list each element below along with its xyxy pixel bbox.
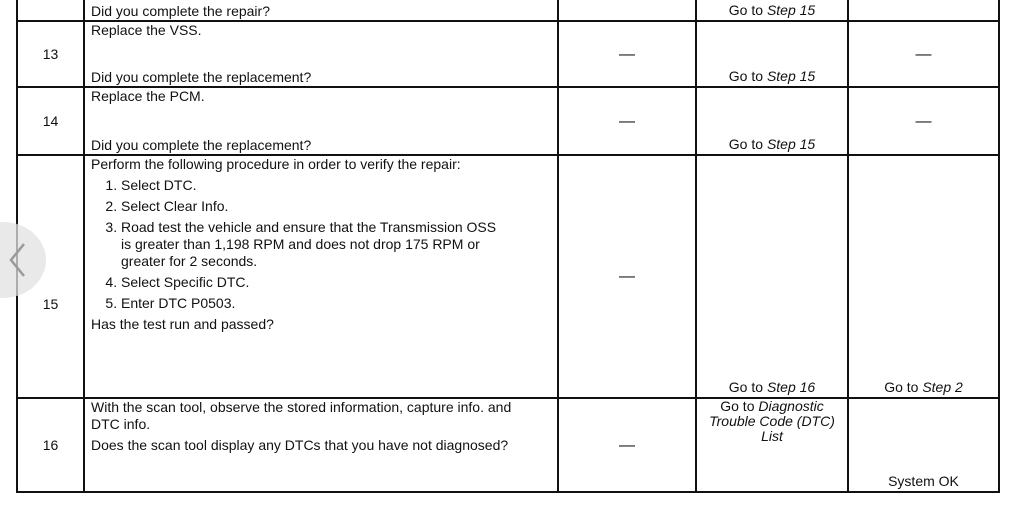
yes-step-link[interactable]: Step 15 [766,68,816,84]
value-cell: — [557,86,697,156]
table-row: 15 Perform the following procedure in or… [16,154,1000,399]
yes-cell: Go to Step 15 [695,20,849,88]
procedure-item: Enter DTC P0503. [121,295,551,312]
no-cell: — [847,86,1000,156]
yes-prefix: Go to [728,136,767,152]
yes-cell: Go to Step 15 [695,86,849,156]
yes-cell: Go to Step 16 [695,154,849,399]
table-row: 14 Replace the PCM. Did you complete the … [16,86,1000,156]
no-step-link[interactable]: Step 2 [922,379,963,395]
no-cell: Go to Step 2 [847,154,1000,399]
question: Did you complete the replacement? [91,69,312,85]
diagnostic-table: Did you complete the repair? Go to Step … [16,0,1000,493]
action-cell: With the scan tool, observe the stored i… [83,397,559,493]
chevron-left-icon [9,243,25,277]
yes-cell: Go to Diagnostic Trouble Code (DTC) List [695,397,849,493]
dtc-list-link[interactable]: Diagnostic Trouble Code (DTC) List [709,398,835,444]
value-cell [557,0,697,22]
no-cell [847,0,1000,22]
table-row: Did you complete the repair? Go to Step … [16,0,1000,22]
procedure-item: Select Specific DTC. [121,274,551,291]
no-prefix: Go to [884,379,923,395]
procedure-item: Road test the vehicle and ensure that th… [121,219,501,270]
yes-prefix: Go to [720,398,759,414]
action-cell: Replace the VSS. Did you complete the rep… [83,20,559,88]
question-cell: Did you complete the repair? [83,0,559,22]
procedure-item: Select DTC. [121,177,551,194]
yes-cell: Go to Step 15 [695,0,849,22]
action-cell: Replace the PCM. Did you complete the rep… [83,86,559,156]
table-row: 16 With the scan tool, observe the store… [16,397,1000,493]
action-text: Replace the VSS. [91,22,202,38]
yes-prefix: Go to [728,68,767,84]
step-cell [16,0,85,22]
step-number: 13 [16,20,85,88]
value-cell: — [557,154,697,399]
value-cell: — [557,397,697,493]
yes-step-link[interactable]: Step 15 [766,136,816,152]
table-row: 13 Replace the VSS. Did you complete the … [16,20,1000,88]
yes-prefix: Go to [728,2,767,18]
step-number: 14 [16,86,85,156]
no-cell: System OK [847,397,1000,493]
no-cell: — [847,20,1000,88]
action-cell: Perform the following procedure in order… [83,154,559,399]
value-cell: — [557,20,697,88]
action-text: Replace the PCM. [91,88,205,104]
question: Did you complete the replacement? [91,137,312,153]
procedure-list: Select DTC. Select Clear Info. Road test… [91,177,551,312]
yes-step-link[interactable]: Step 15 [766,2,816,18]
action-text: With the scan tool, observe the stored i… [91,399,512,432]
action-text: Perform the following procedure in order… [91,156,461,172]
question: Has the test run and passed? [91,316,274,332]
question: Did you complete the repair? [91,3,270,19]
yes-step-link[interactable]: Step 16 [766,379,816,395]
step-number: 16 [16,397,85,493]
yes-prefix: Go to [728,379,767,395]
procedure-item: Select Clear Info. [121,198,551,215]
question: Does the scan tool display any DTCs that… [91,437,509,453]
